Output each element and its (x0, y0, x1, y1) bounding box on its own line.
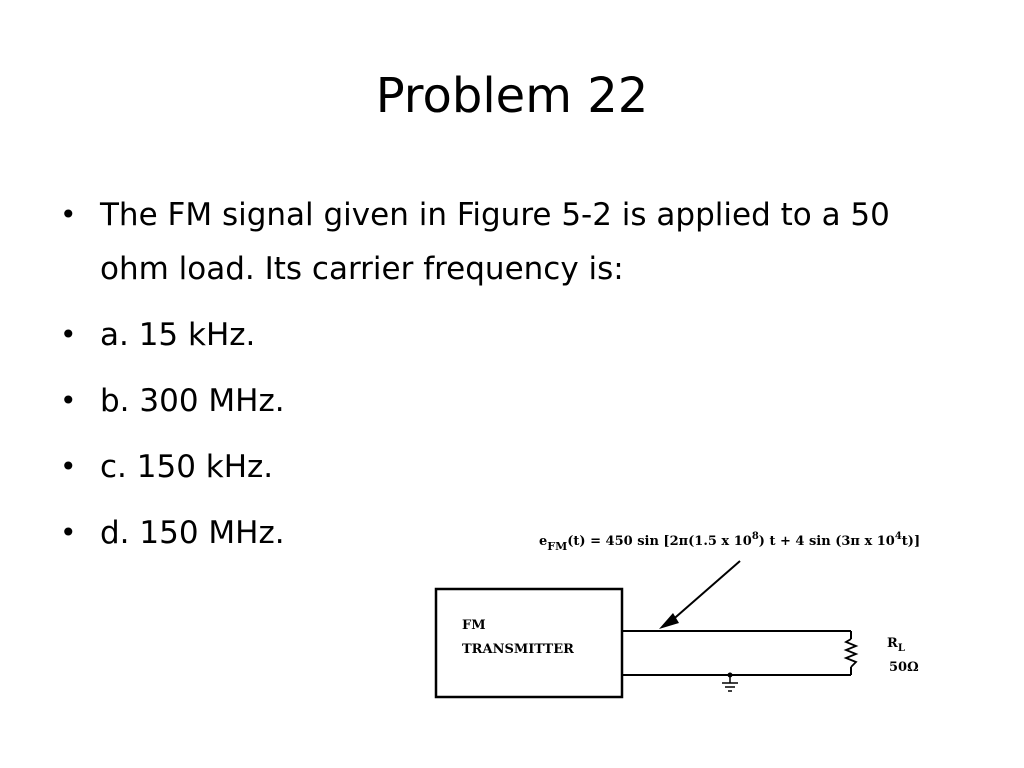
bullet-text: a. 15 kHz. (100, 317, 256, 353)
bullet-option-c: • c. 150 kHz. (60, 440, 960, 494)
circuit-figure: eFM(t) = 450 sin [2π(1.5 x 108) t + 4 si… (425, 525, 970, 705)
resistor-icon (843, 638, 859, 668)
bullet-text: c. 150 kHz. (100, 449, 274, 485)
circuit-diagram: eFM(t) = 450 sin [2π(1.5 x 108) t + 4 si… (434, 531, 920, 699)
bullet-dot: • (60, 198, 77, 231)
bullet-dot: • (60, 516, 77, 549)
bullet-option-a: • a. 15 kHz. (60, 308, 960, 362)
bullet-dot: • (60, 384, 77, 417)
slide-title: Problem 22 (375, 68, 649, 124)
pointer-arrow-line (668, 560, 741, 624)
transmitter-box (434, 587, 624, 699)
bullet-option-b: • b. 300 MHz. (60, 374, 960, 428)
load-value: 50Ω (889, 660, 919, 675)
ground-icon (722, 675, 738, 692)
bullet-question: • The FM signal given in Figure 5-2 is a… (60, 188, 960, 296)
bullet-dot: • (60, 450, 77, 483)
bullet-dot: • (60, 318, 77, 351)
bullet-option-d: • d. 150 MHz. (60, 506, 960, 560)
load-label: RL (887, 636, 905, 654)
bullet-list: • The FM signal given in Figure 5-2 is a… (60, 188, 960, 572)
bullet-text: b. 300 MHz. (100, 383, 285, 419)
bullet-text: d. 150 MHz. (100, 515, 285, 551)
transmitter-label-line1: FM (462, 618, 486, 633)
pointer-arrowhead (659, 613, 679, 629)
transmitter-label-line2: TRANSMITTER (462, 642, 574, 657)
fm-equation: eFM(t) = 450 sin [2π(1.5 x 108) t + 4 si… (539, 531, 920, 553)
bullet-text: The FM signal given in Figure 5-2 is app… (100, 197, 890, 287)
